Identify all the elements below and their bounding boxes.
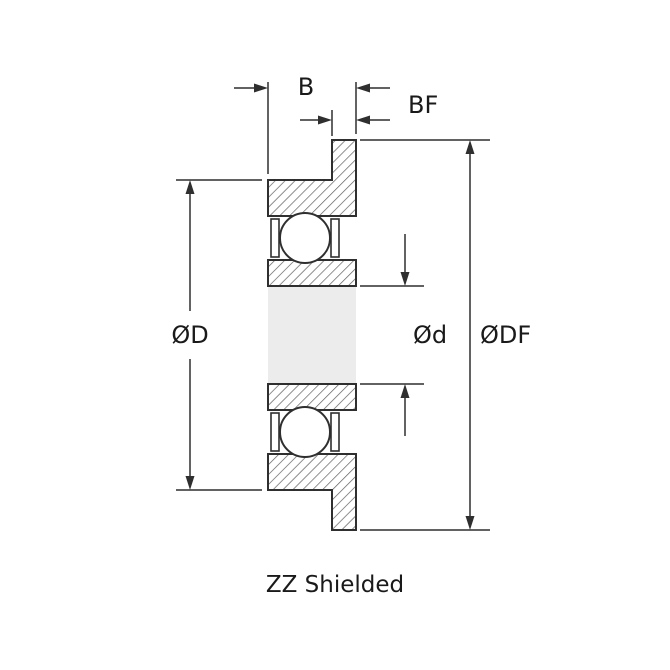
ball-top [279,212,331,264]
dim-b-label: B [298,73,314,101]
dim-od-arrowhead-bottom [185,476,195,490]
shield-bottom-left [270,412,280,452]
dim-d-arrowhead-bottom [400,384,410,398]
dim-d-label: Ød [413,321,447,349]
dim-d-arrowhead-top [400,272,410,286]
caption-zz-shielded: ZZ Shielded [266,572,404,598]
shield-top-left [270,218,280,258]
dim-b-arrowhead-left [254,83,268,93]
dim-odf: ØDF [360,139,531,531]
dim-b: B [234,73,390,174]
dim-od: ØD [171,179,262,491]
dim-d: Ød [360,234,447,436]
shield-top-right [330,218,340,258]
dim-bf-arrowhead-left [318,115,332,125]
shield-bottom-right [330,412,340,452]
bore-area [268,286,356,384]
inner-ring-bottom-section [267,383,357,411]
bearing-part [267,139,357,531]
dim-b-arrowhead-right [356,83,370,93]
dim-bf: BF [300,91,438,136]
dim-odf-arrowhead-bottom [465,516,475,530]
dim-od-arrowhead-top [185,180,195,194]
ball-bottom [279,406,331,458]
outer-ring-bottom-section [267,453,357,531]
dim-bf-arrowhead-right [356,115,370,125]
dim-od-label: ØD [171,321,208,349]
dim-odf-label: ØDF [480,321,531,349]
dim-bf-label: BF [408,91,438,119]
outer-ring-top-section [267,139,357,217]
dim-odf-arrowhead-top [465,140,475,154]
inner-ring-top-section [267,259,357,287]
